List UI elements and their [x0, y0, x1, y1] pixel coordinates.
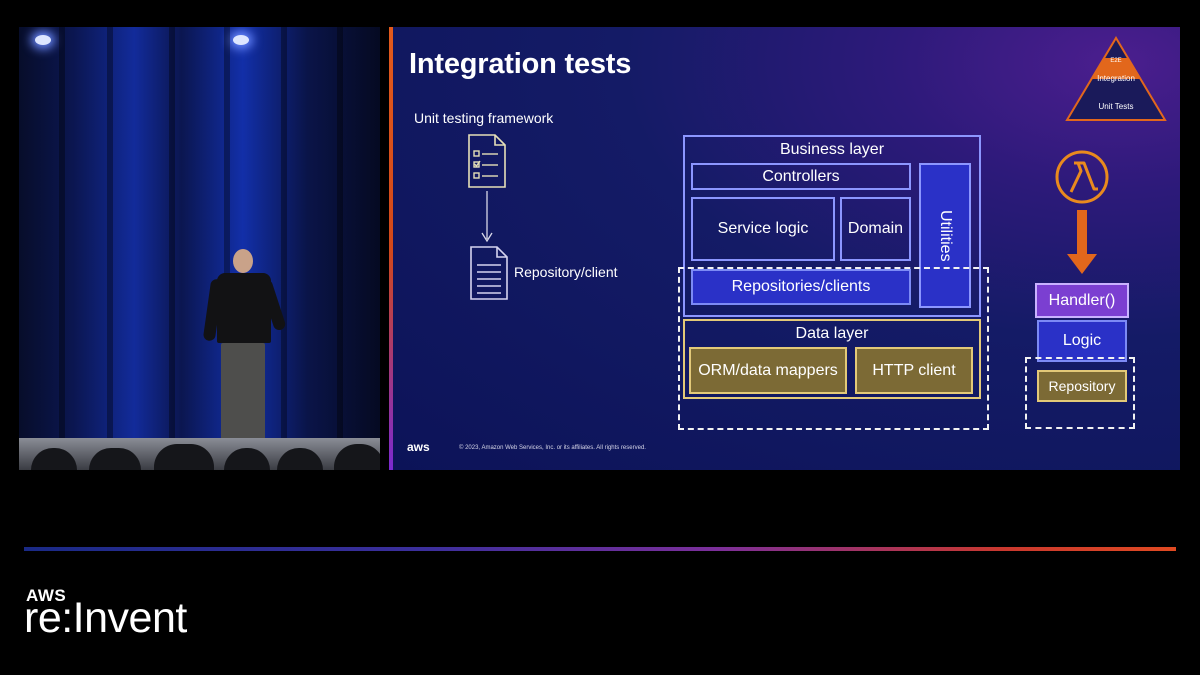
- data-layer-label: Data layer: [795, 325, 869, 342]
- audience-head: [89, 448, 141, 470]
- brand-aws-text: AWS: [26, 586, 67, 605]
- repository-client-label: Repository/client: [514, 264, 618, 280]
- checklist-document-icon: [468, 134, 506, 188]
- framework-label: Unit testing framework: [414, 110, 554, 126]
- repositories-clients-box: Repositories/clients: [691, 269, 911, 305]
- controllers-box: Controllers: [691, 163, 911, 190]
- arrow-down-icon: [481, 191, 493, 243]
- aws-lambda-icon: [1055, 150, 1109, 204]
- logic-label: Logic: [1062, 332, 1102, 349]
- brand-reinvent-logo: re:Invent: [24, 594, 187, 642]
- repository-box: Repository: [1037, 370, 1127, 402]
- brand-gradient-bar: [24, 547, 1176, 551]
- stage-spotlight: [233, 35, 249, 45]
- controllers-label: Controllers: [762, 167, 840, 185]
- slide-title: Integration tests: [409, 48, 632, 80]
- lambda-integration-scope: [1025, 357, 1135, 429]
- utilities-label: Utilities: [937, 209, 954, 262]
- pyramid-shape: [1065, 36, 1167, 121]
- stage-spotlight: [35, 35, 51, 45]
- audience-head: [334, 444, 380, 470]
- speaker-video: [19, 27, 380, 470]
- handler-box: Handler(): [1035, 283, 1129, 318]
- audience-head: [31, 448, 77, 470]
- pyramid-e2e-label: E2E: [1110, 58, 1122, 64]
- handler-label: Handler(): [1048, 291, 1116, 309]
- repository-label: Repository: [1048, 378, 1116, 394]
- test-pyramid: E2E Integration Unit Tests: [1064, 35, 1168, 123]
- pyramid-unit-label: Unit Tests: [1098, 102, 1134, 111]
- slide-accent-bar: [389, 27, 393, 470]
- audience-head: [154, 444, 214, 470]
- http-client-box: HTTP client: [855, 347, 973, 394]
- integration-test-scope: [678, 267, 989, 430]
- presenter: [202, 249, 287, 459]
- orm-mappers-label: ORM/data mappers: [698, 361, 838, 379]
- service-logic-box: Service logic: [691, 197, 835, 261]
- service-logic-label: Service logic: [717, 220, 809, 237]
- logic-box: Logic: [1037, 320, 1127, 362]
- aws-logo: aws: [407, 440, 430, 454]
- business-layer-label: Business layer: [779, 141, 885, 158]
- utilities-box: Utilities: [919, 163, 971, 308]
- domain-box: Domain: [840, 197, 911, 261]
- audience-head: [277, 448, 323, 470]
- domain-label: Domain: [847, 220, 904, 237]
- http-client-label: HTTP client: [872, 361, 956, 379]
- pyramid-integration-label: Integration: [1097, 74, 1135, 83]
- business-layer-box: Business layer: [683, 135, 981, 317]
- arrow-down-icon: [1067, 210, 1097, 274]
- audience-head: [224, 448, 270, 470]
- document-icon: [470, 246, 508, 300]
- repositories-clients-label: Repositories/clients: [731, 278, 871, 295]
- data-layer-box: Data layer: [683, 319, 981, 399]
- orm-mappers-box: ORM/data mappers: [689, 347, 847, 394]
- presentation-slide: Integration tests Unit testing framework…: [389, 27, 1180, 470]
- slide-copyright: © 2023, Amazon Web Services, Inc. or its…: [459, 445, 646, 451]
